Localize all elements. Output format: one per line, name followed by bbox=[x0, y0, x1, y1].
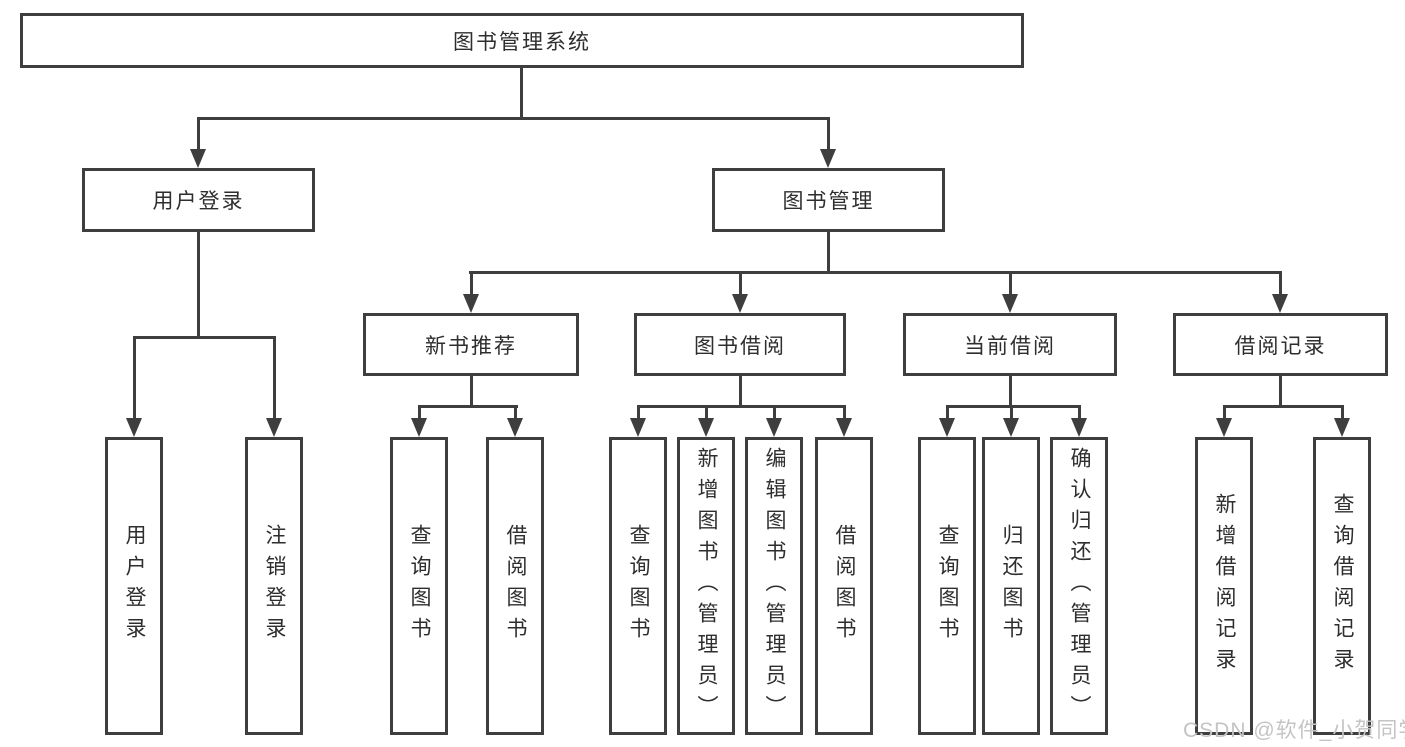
leaf-rec-query-books: 查询图书 bbox=[390, 437, 448, 735]
connector-line bbox=[514, 405, 517, 420]
connector-line bbox=[520, 68, 523, 120]
node-current-borrow: 当前借阅 bbox=[903, 313, 1117, 376]
connector-line bbox=[739, 376, 742, 407]
arrow-down-icon bbox=[463, 294, 479, 313]
arrow-down-icon bbox=[630, 418, 646, 437]
leaf-bb-add-books-admin: 新增图书（管理员） bbox=[677, 437, 735, 735]
leaf-br-add-record: 新增借阅记录 bbox=[1195, 437, 1253, 735]
node-user-login: 用户登录 bbox=[82, 168, 315, 232]
connector-line bbox=[843, 405, 846, 420]
arrow-down-icon bbox=[411, 418, 427, 437]
watermark: CSDN @软件_小贺同学 bbox=[1183, 719, 1405, 742]
arrow-down-icon bbox=[1216, 418, 1232, 437]
connector-line bbox=[1341, 405, 1344, 420]
connector-line bbox=[197, 232, 200, 338]
connector-line bbox=[1009, 376, 1012, 407]
arrow-down-icon bbox=[1071, 418, 1087, 437]
arrow-down-icon bbox=[1272, 294, 1288, 313]
arrow-down-icon bbox=[190, 149, 206, 168]
connector-line bbox=[273, 336, 276, 420]
connector-line bbox=[827, 232, 830, 274]
arrow-down-icon bbox=[698, 418, 714, 437]
connector-line bbox=[739, 271, 742, 296]
arrow-down-icon bbox=[126, 418, 142, 437]
arrow-down-icon bbox=[836, 418, 852, 437]
connector-line bbox=[133, 336, 276, 339]
arrow-down-icon bbox=[820, 149, 836, 168]
connector-line bbox=[133, 336, 136, 420]
connector-line bbox=[637, 405, 846, 408]
node-new-book-recommend: 新书推荐 bbox=[363, 313, 579, 376]
connector-line bbox=[470, 271, 473, 296]
connector-line bbox=[1279, 271, 1282, 296]
connector-line bbox=[1223, 405, 1226, 420]
arrow-down-icon bbox=[732, 294, 748, 313]
arrow-down-icon bbox=[939, 418, 955, 437]
arrow-down-icon bbox=[1334, 418, 1350, 437]
leaf-bb-edit-books-admin: 编辑图书（管理员） bbox=[745, 437, 803, 735]
arrow-down-icon bbox=[1002, 294, 1018, 313]
node-library-management-system: 图书管理系统 bbox=[20, 13, 1024, 68]
arrow-down-icon bbox=[766, 418, 782, 437]
leaf-bb-borrow-books: 借阅图书 bbox=[815, 437, 873, 735]
connector-line bbox=[470, 376, 473, 407]
leaf-user-login: 用户登录 bbox=[105, 437, 163, 735]
leaf-cb-return-books: 归还图书 bbox=[982, 437, 1040, 735]
connector-line bbox=[1078, 405, 1081, 420]
node-book-management: 图书管理 bbox=[712, 168, 945, 232]
connector-line bbox=[1223, 405, 1344, 408]
node-book-borrow: 图书借阅 bbox=[634, 313, 846, 376]
leaf-br-query-record: 查询借阅记录 bbox=[1313, 437, 1371, 735]
connector-line bbox=[418, 405, 421, 420]
arrow-down-icon bbox=[507, 418, 523, 437]
leaf-cb-query-books: 查询图书 bbox=[918, 437, 976, 735]
connector-line bbox=[469, 271, 1282, 274]
arrow-down-icon bbox=[1003, 418, 1019, 437]
connector-line bbox=[705, 405, 708, 420]
connector-line bbox=[827, 117, 830, 150]
connector-line bbox=[946, 405, 1081, 408]
connector-line bbox=[197, 117, 830, 120]
leaf-bb-query-books: 查询图书 bbox=[609, 437, 667, 735]
arrow-down-icon bbox=[266, 418, 282, 437]
leaf-cb-confirm-return-admin: 确认归还（管理员） bbox=[1050, 437, 1108, 735]
connector-line bbox=[1010, 405, 1013, 420]
connector-line bbox=[1009, 271, 1012, 296]
connector-line bbox=[418, 405, 518, 408]
connector-line bbox=[197, 117, 200, 150]
connector-line bbox=[946, 405, 949, 420]
leaf-logout: 注销登录 bbox=[245, 437, 303, 735]
leaf-rec-borrow-books: 借阅图书 bbox=[486, 437, 544, 735]
connector-line bbox=[773, 405, 776, 420]
connector-line bbox=[1279, 376, 1282, 407]
node-borrow-records: 借阅记录 bbox=[1173, 313, 1388, 376]
connector-line bbox=[637, 405, 640, 420]
